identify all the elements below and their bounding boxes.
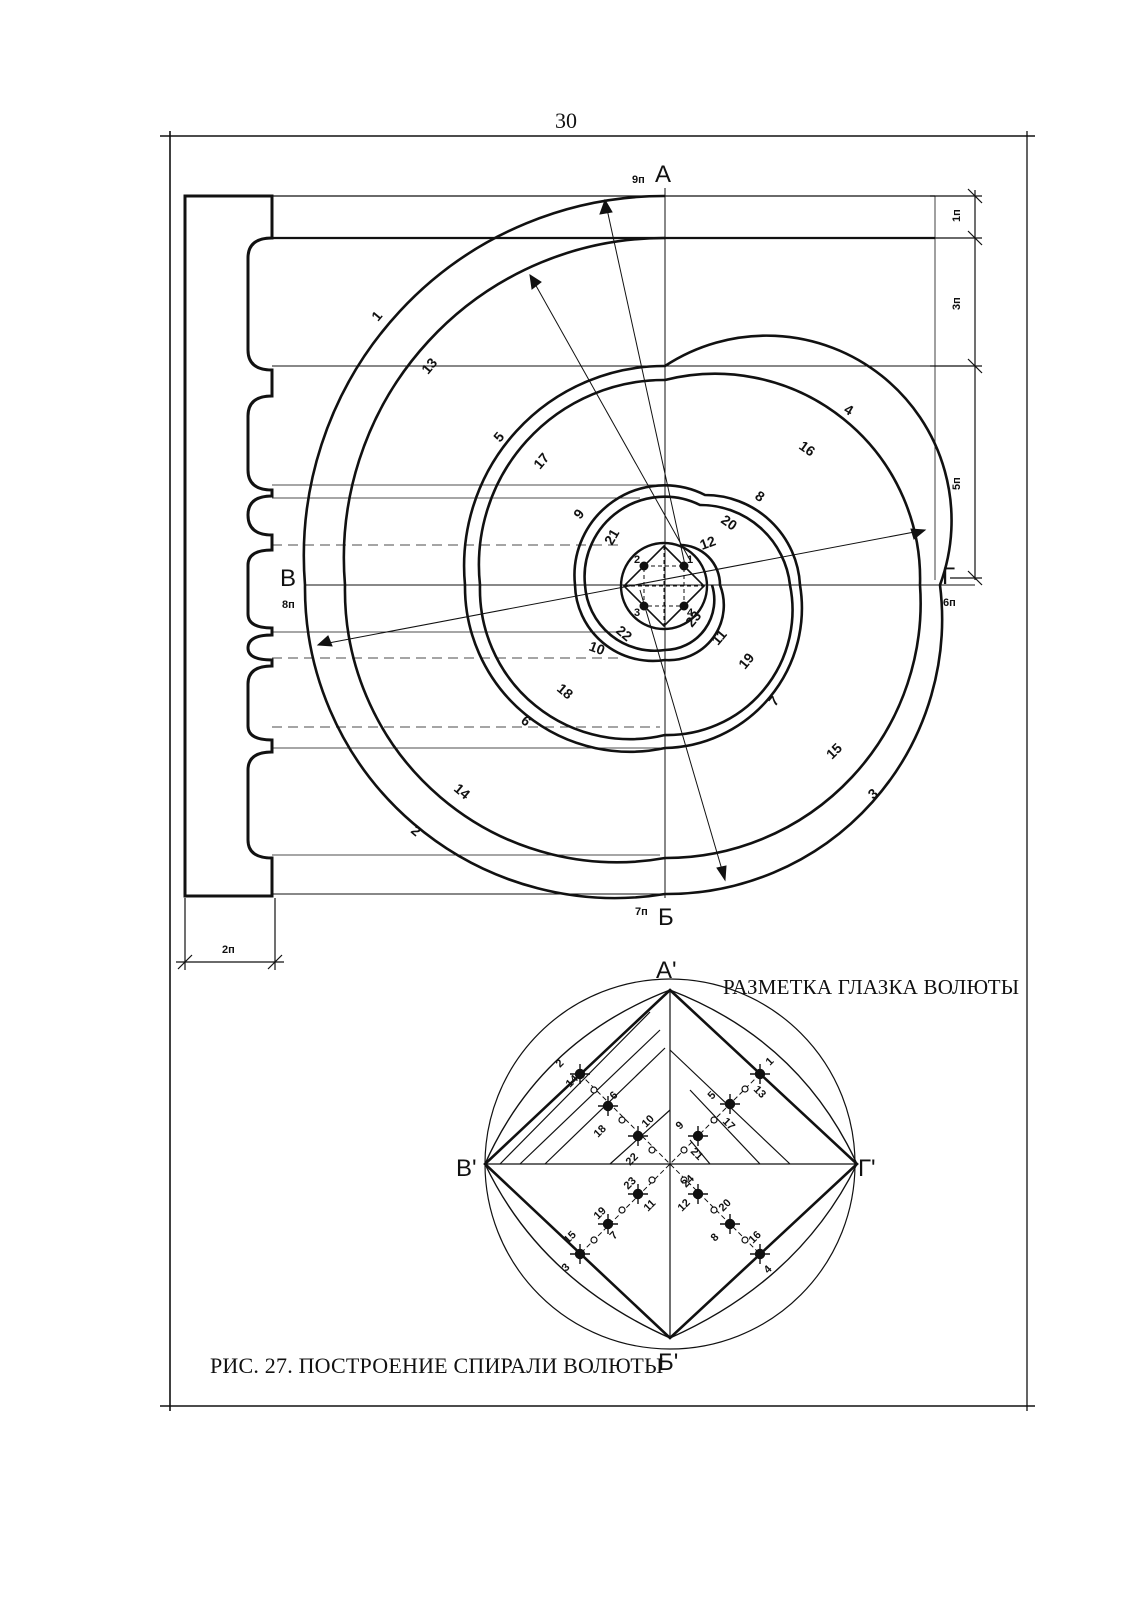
eye-point-number: 1 <box>687 554 693 566</box>
eye-marking-points <box>570 1064 770 1264</box>
arc-number: 11 <box>708 626 730 648</box>
eye-number: 20 <box>717 1197 734 1214</box>
eye-number: 18 <box>592 1123 609 1140</box>
eye-axis-label-bottom: Б' <box>658 1349 678 1376</box>
module-label-right: 6п <box>943 597 956 609</box>
arc-number: 14 <box>451 780 473 802</box>
eye-number: 6 <box>608 1089 621 1102</box>
arc-number: 12 <box>698 532 718 552</box>
eye-number: 17 <box>720 1116 737 1133</box>
axis-label-left: В <box>280 565 296 592</box>
eye-number: 12 <box>676 1197 693 1214</box>
arc-number: 19 <box>735 650 757 672</box>
arc-number: 17 <box>530 450 552 472</box>
eye-number: 13 <box>751 1084 768 1101</box>
arc-number: 7 <box>765 693 782 709</box>
right-dimension <box>930 188 983 586</box>
arc-number: 21 <box>601 526 623 548</box>
eye-number: 5 <box>706 1089 719 1102</box>
eye-point-number: 2 <box>634 554 640 566</box>
frame <box>160 131 1035 1411</box>
eye-axis-label-right: Г' <box>858 1155 876 1182</box>
arc-numbers: 1 2 3 4 5 6 7 8 9 10 11 12 13 14 15 16 1… <box>368 308 881 840</box>
arc-number: 23 <box>682 608 704 630</box>
dim-label-1n: 1п <box>951 209 963 222</box>
arc-number: 16 <box>796 437 818 459</box>
eye-marking-diagram <box>483 978 859 1350</box>
figure-caption: РИС. 27. ПОСТРОЕНИЕ СПИРАЛИ ВОЛЮТЫ <box>210 1353 664 1378</box>
arc-number: 20 <box>718 511 740 533</box>
bottom-dimension <box>176 898 284 970</box>
dim-label-3n: 3п <box>951 297 963 310</box>
eye-point-number: 4 <box>687 607 694 619</box>
eye-marking-open-points <box>590 1085 749 1244</box>
eye-number: 8 <box>709 1231 722 1244</box>
eye-axis-label-left: В' <box>456 1155 477 1182</box>
axis-label-right: Г <box>942 563 955 590</box>
eye-number: 24 <box>680 1172 698 1190</box>
eye-number: 9 <box>674 1119 687 1132</box>
volute-spiral <box>302 194 953 900</box>
eye-axis-label-top: А' <box>656 957 677 984</box>
eye-number: 1 <box>764 1055 777 1068</box>
eye-number: 7 <box>608 1229 621 1242</box>
dim-label-2n: 2п <box>222 944 235 956</box>
arc-number: 9 <box>570 506 587 522</box>
eye-point-number: 3 <box>634 607 640 619</box>
volute-eye <box>619 541 709 631</box>
eye-number: 16 <box>747 1229 764 1246</box>
arc-number: 13 <box>418 355 440 377</box>
reference-lines <box>272 188 975 898</box>
eye-marking-caption: РАЗМЕТКА ГЛАЗКА ВОЛЮТЫ <box>723 975 1020 999</box>
arc-number: 1 <box>368 308 385 324</box>
arc-number: 18 <box>554 680 576 702</box>
dim-label-5n: 5п <box>951 477 963 490</box>
arc-number: 4 <box>842 401 857 419</box>
page-number: 30 <box>555 108 577 133</box>
eye-point-numbers: 1 2 3 4 <box>634 554 694 619</box>
eye-number: 15 <box>562 1229 579 1246</box>
eye-number: 11 <box>642 1197 659 1214</box>
eye-number: 21 <box>688 1146 705 1163</box>
eye-number: 3 <box>560 1261 573 1274</box>
arc-number: 10 <box>587 638 607 658</box>
capital-profile <box>183 194 274 898</box>
module-label-bottom: 7п <box>635 906 648 918</box>
arc-number: 8 <box>752 487 768 505</box>
arc-number: 5 <box>490 429 507 445</box>
arc-number: 15 <box>823 740 845 762</box>
eye-number: 22 <box>624 1151 641 1168</box>
axis-label-bottom: Б <box>658 904 674 931</box>
eye-number: 10 <box>640 1113 657 1130</box>
eye-number: 2 <box>554 1057 567 1070</box>
axis-label-top: А <box>655 161 671 188</box>
module-label-left: 8п <box>282 599 295 611</box>
module-label-top: 9п <box>632 174 645 186</box>
arc-number: 22 <box>613 622 635 644</box>
